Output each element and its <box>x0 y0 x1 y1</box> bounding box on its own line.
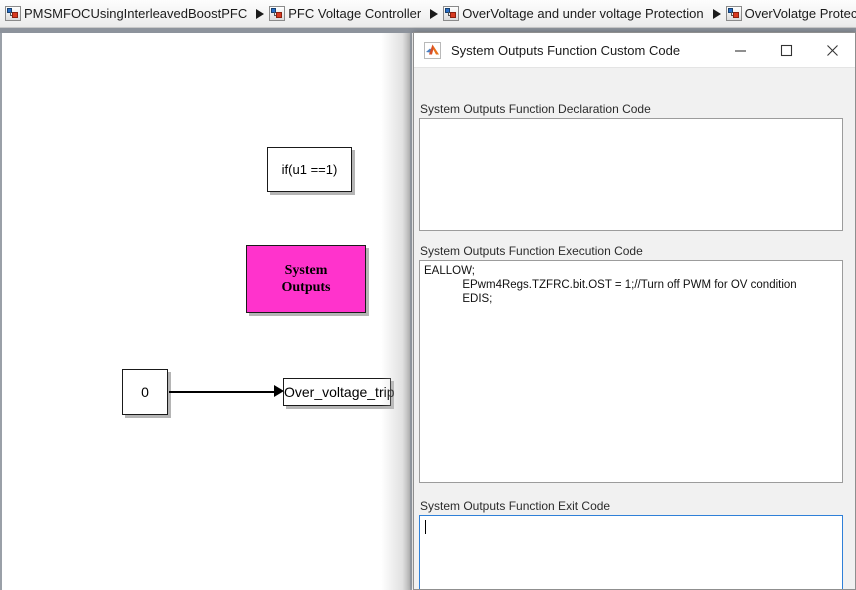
custom-code-dialog: System Outputs Function Custom Code Syst… <box>413 32 856 590</box>
exit-code-input[interactable] <box>419 515 843 589</box>
breadcrumb-item-label: OverVolatge Protection <box>744 5 856 21</box>
breadcrumb-item-label: PFC Voltage Controller <box>288 5 422 21</box>
subsystem-icon <box>725 6 742 21</box>
execution-code-input[interactable]: EALLOW; EPwm4Regs.TZFRC.bit.OST = 1;//Tu… <box>419 260 843 483</box>
chevron-right-icon <box>426 8 442 19</box>
subsystem-icon <box>443 6 460 21</box>
breadcrumb-item-3[interactable]: OverVolatge Protection <box>725 2 856 26</box>
breadcrumb-item-2[interactable]: OverVoltage and under voltage Protection <box>442 2 708 26</box>
dialog-title: System Outputs Function Custom Code <box>451 42 681 58</box>
canvas-top-border <box>0 28 856 33</box>
execution-code-label: System Outputs Function Execution Code <box>420 244 643 258</box>
subsystem-icon <box>269 6 286 21</box>
breadcrumb-item-1[interactable]: PFC Voltage Controller <box>268 2 426 26</box>
exit-code-label: System Outputs Function Exit Code <box>420 499 611 513</box>
block-over-voltage-trip-label: Over_voltage_trip <box>284 384 395 400</box>
signal-line[interactable] <box>169 391 276 393</box>
minimize-icon[interactable] <box>717 33 763 67</box>
canvas-left-border <box>0 33 2 590</box>
breadcrumb-item-label: PMSMFOCUsingInterleavedBoostPFC <box>24 5 248 21</box>
block-over-voltage-trip[interactable]: Over_voltage_trip <box>283 378 395 406</box>
subsystem-icon <box>5 6 21 21</box>
block-system-outputs[interactable]: System Outputs <box>246 245 366 313</box>
maximize-icon[interactable] <box>763 33 809 67</box>
dialog-titlebar[interactable]: System Outputs Function Custom Code <box>414 33 855 68</box>
block-system-outputs-label: System Outputs <box>281 262 330 296</box>
declaration-code-text <box>420 119 842 122</box>
declaration-code-input[interactable] <box>419 118 843 231</box>
block-system-outputs-line1: System <box>284 263 328 278</box>
block-constant-value: 0 <box>141 384 149 400</box>
chevron-right-icon <box>709 8 725 19</box>
matlab-icon <box>424 41 441 59</box>
block-if-condition[interactable]: if(u1 ==1) <box>267 147 352 192</box>
execution-code-text: EALLOW; EPwm4Regs.TZFRC.bit.OST = 1;//Tu… <box>424 265 797 305</box>
dialog-body: System Outputs Function Declaration Code… <box>414 68 855 589</box>
exit-code-text <box>420 516 842 519</box>
declaration-code-label: System Outputs Function Declaration Code <box>420 102 651 116</box>
breadcrumb-item-0[interactable]: PMSMFOCUsingInterleavedBoostPFC <box>4 2 252 26</box>
breadcrumb-item-label: OverVoltage and under voltage Protection <box>462 5 704 21</box>
canvas-right-border <box>410 33 412 590</box>
window-controls <box>717 33 855 67</box>
close-icon[interactable] <box>809 33 855 67</box>
text-caret <box>425 520 426 534</box>
canvas-edge-shadow <box>368 33 412 590</box>
chevron-right-icon <box>252 8 268 19</box>
block-constant[interactable]: 0 <box>122 369 168 415</box>
signal-arrow-icon <box>274 385 284 397</box>
block-system-outputs-line2: Outputs <box>281 280 331 295</box>
block-if-label: if(u1 ==1) <box>281 162 338 177</box>
breadcrumb: PMSMFOCUsingInterleavedBoostPFC PFC Volt… <box>0 0 856 28</box>
